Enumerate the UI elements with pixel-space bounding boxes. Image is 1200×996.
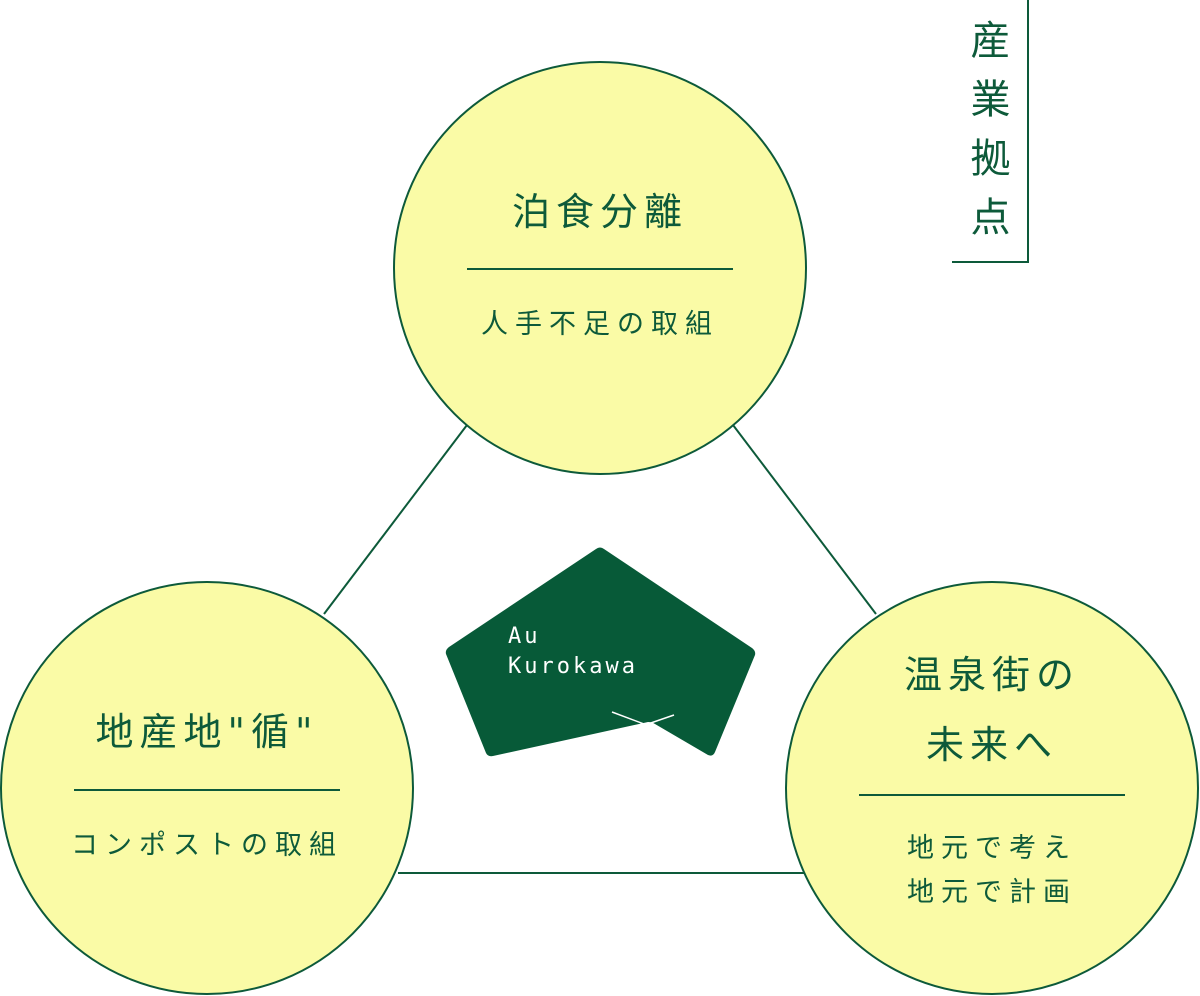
circle-left xyxy=(0,581,414,995)
au-kurokawa-logo-shape xyxy=(445,547,756,757)
logo-cross-stroke-1 xyxy=(611,711,669,734)
vertical-label-char: 点 xyxy=(970,195,1011,241)
connector-top-right xyxy=(732,424,877,615)
logo-line-2: Kurokawa xyxy=(508,654,638,679)
node-left-title: 地産地"循" xyxy=(95,710,319,754)
vertical-label-industrial-base: 産 業 拠 点 xyxy=(952,0,1029,263)
logo-cross-stroke-2 xyxy=(615,714,675,736)
vertical-label-char: 産 xyxy=(970,18,1011,64)
node-right-subtitle-line1: 地元で考え xyxy=(907,833,1077,864)
node-top-subtitle: 人手不足の取組 xyxy=(481,309,719,340)
au-kurokawa-logo-text: Au Kurokawa xyxy=(508,622,638,682)
node-right-title-line2: 未来へ xyxy=(925,723,1058,767)
node-top-content: 泊食分離 人手不足の取組 xyxy=(440,183,760,346)
circle-right xyxy=(785,581,1199,995)
node-top-divider xyxy=(467,268,733,270)
node-top-title: 泊食分離 xyxy=(511,190,688,234)
connector-top-left xyxy=(323,424,468,615)
vertical-label-char: 業 xyxy=(970,77,1011,123)
node-right-subtitle-line2: 地元で計画 xyxy=(907,877,1077,908)
node-right-title-line1: 温泉街の xyxy=(903,653,1080,697)
vertical-label-char: 拠 xyxy=(970,136,1011,182)
node-left-divider xyxy=(74,789,340,791)
logo-line-1: Au xyxy=(508,624,541,649)
node-right-divider xyxy=(859,794,1125,796)
node-right-content: 温泉街の 未来へ 地元で考え 地元で計画 xyxy=(832,646,1152,914)
node-left-content: 地産地"循" コンポストの取組 xyxy=(47,703,367,867)
node-left-subtitle: コンポストの取組 xyxy=(71,830,343,861)
